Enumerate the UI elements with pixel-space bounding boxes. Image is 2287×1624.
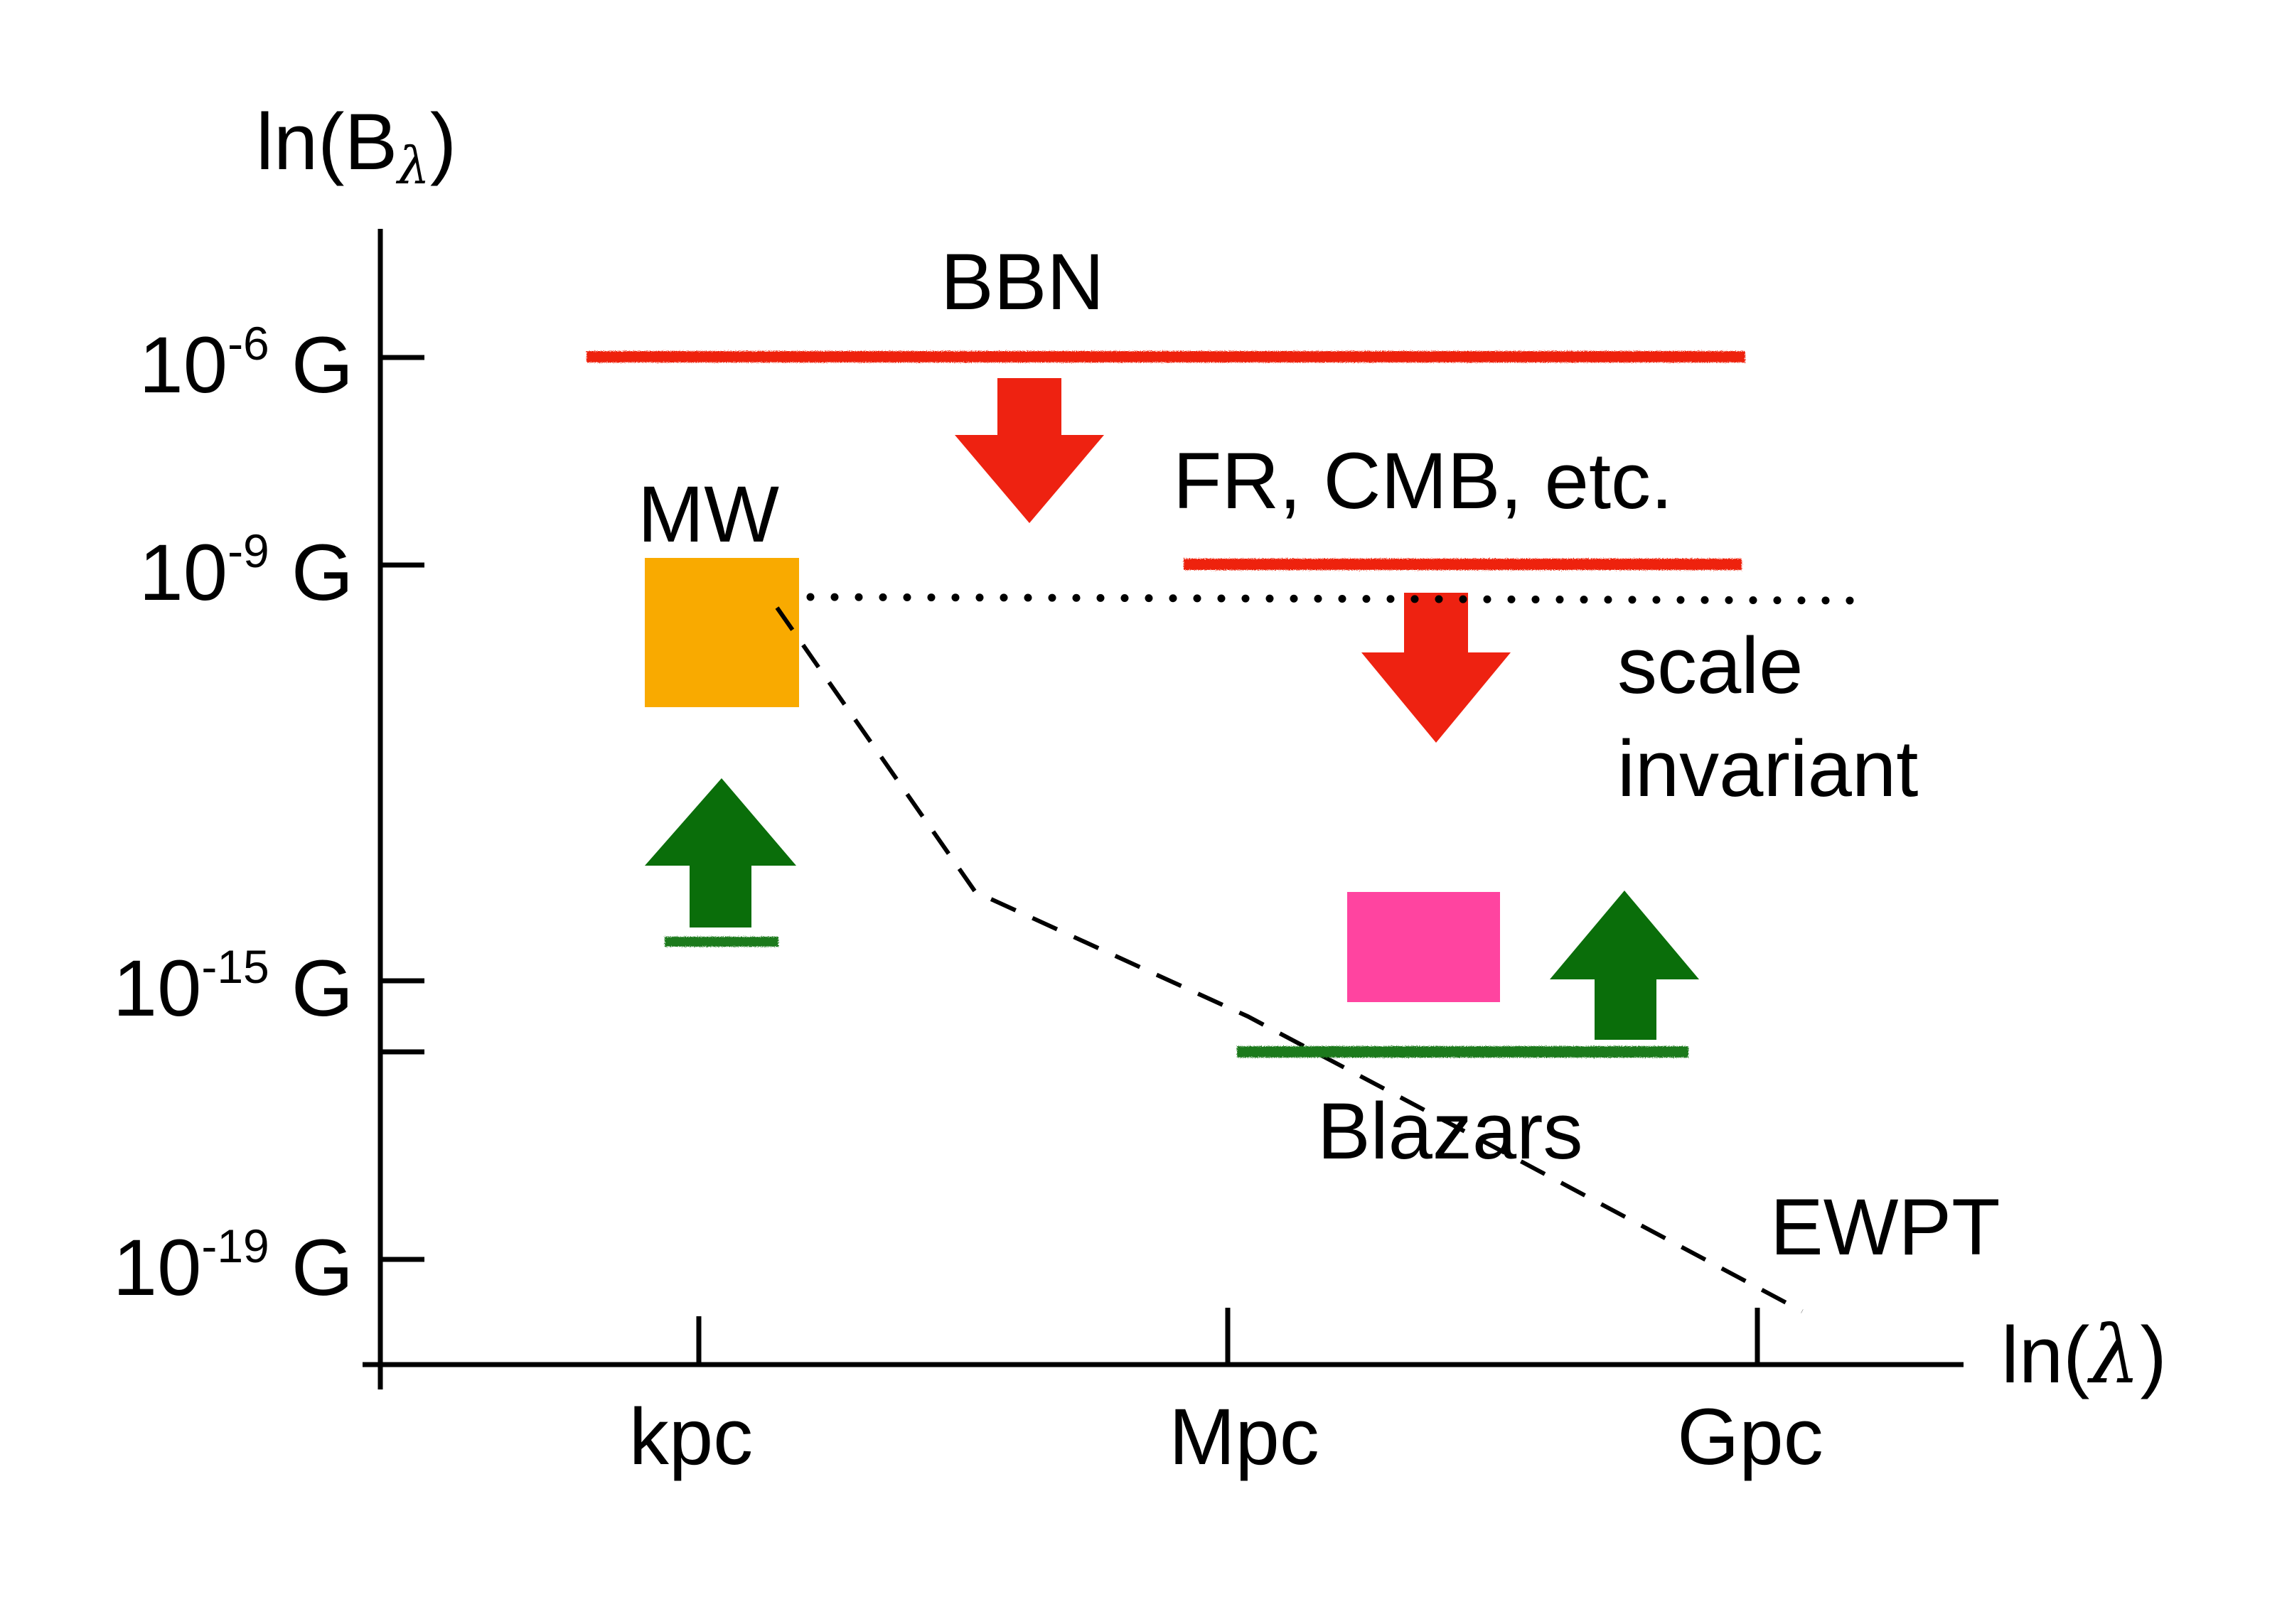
blazar-lower-bound-up-arrow	[1550, 891, 1699, 1040]
scale-label: scale	[1617, 621, 1803, 710]
mw-box	[645, 558, 799, 707]
bbn-bound-line	[587, 351, 1745, 362]
kpc-lower-bound-line	[665, 937, 778, 947]
magenta-box	[1347, 892, 1500, 1002]
x-tick-label-mpc: Mpc	[1169, 1392, 1319, 1481]
ewpt-dashed-line	[775, 606, 1804, 1313]
x-tick-label-kpc: kpc	[629, 1392, 753, 1481]
y-tick-label-1e-9: 10-9 G	[139, 525, 354, 617]
y-tick-label-1e-19: 10-19 G	[113, 1220, 353, 1312]
x-axis-label: ln(λ)	[2001, 1309, 2167, 1402]
invariant-label: invariant	[1617, 724, 1918, 813]
fr-cmb-label: FR, CMB, etc.	[1173, 436, 1673, 525]
mw-label: MW	[638, 470, 779, 559]
blazars-label: Blazars	[1317, 1087, 1582, 1176]
y-tick-label-1e-15: 10-15 G	[113, 940, 353, 1033]
y-axis-label: ln(Bλ)	[256, 97, 456, 195]
blazar-lower-bound-line	[1237, 1046, 1688, 1058]
fr-cmb-bound-line	[1184, 559, 1742, 570]
y-axis-label-subscript: λ	[395, 136, 430, 195]
x-tick-label-gpc: Gpc	[1677, 1392, 1823, 1481]
scale-invariant-dotted-line	[806, 593, 1867, 605]
ewpt-label: EWPT	[1770, 1183, 2001, 1271]
bbn-down-arrow	[955, 378, 1104, 523]
x-axis-label-lambda: λ	[2087, 1309, 2140, 1402]
kpc-lower-bound-up-arrow	[645, 778, 796, 927]
bbn-label: BBN	[941, 237, 1104, 326]
axes	[363, 229, 1964, 1389]
fr-cmb-down-arrow	[1361, 593, 1511, 743]
y-tick-label-1e-6: 10-6 G	[139, 317, 354, 409]
